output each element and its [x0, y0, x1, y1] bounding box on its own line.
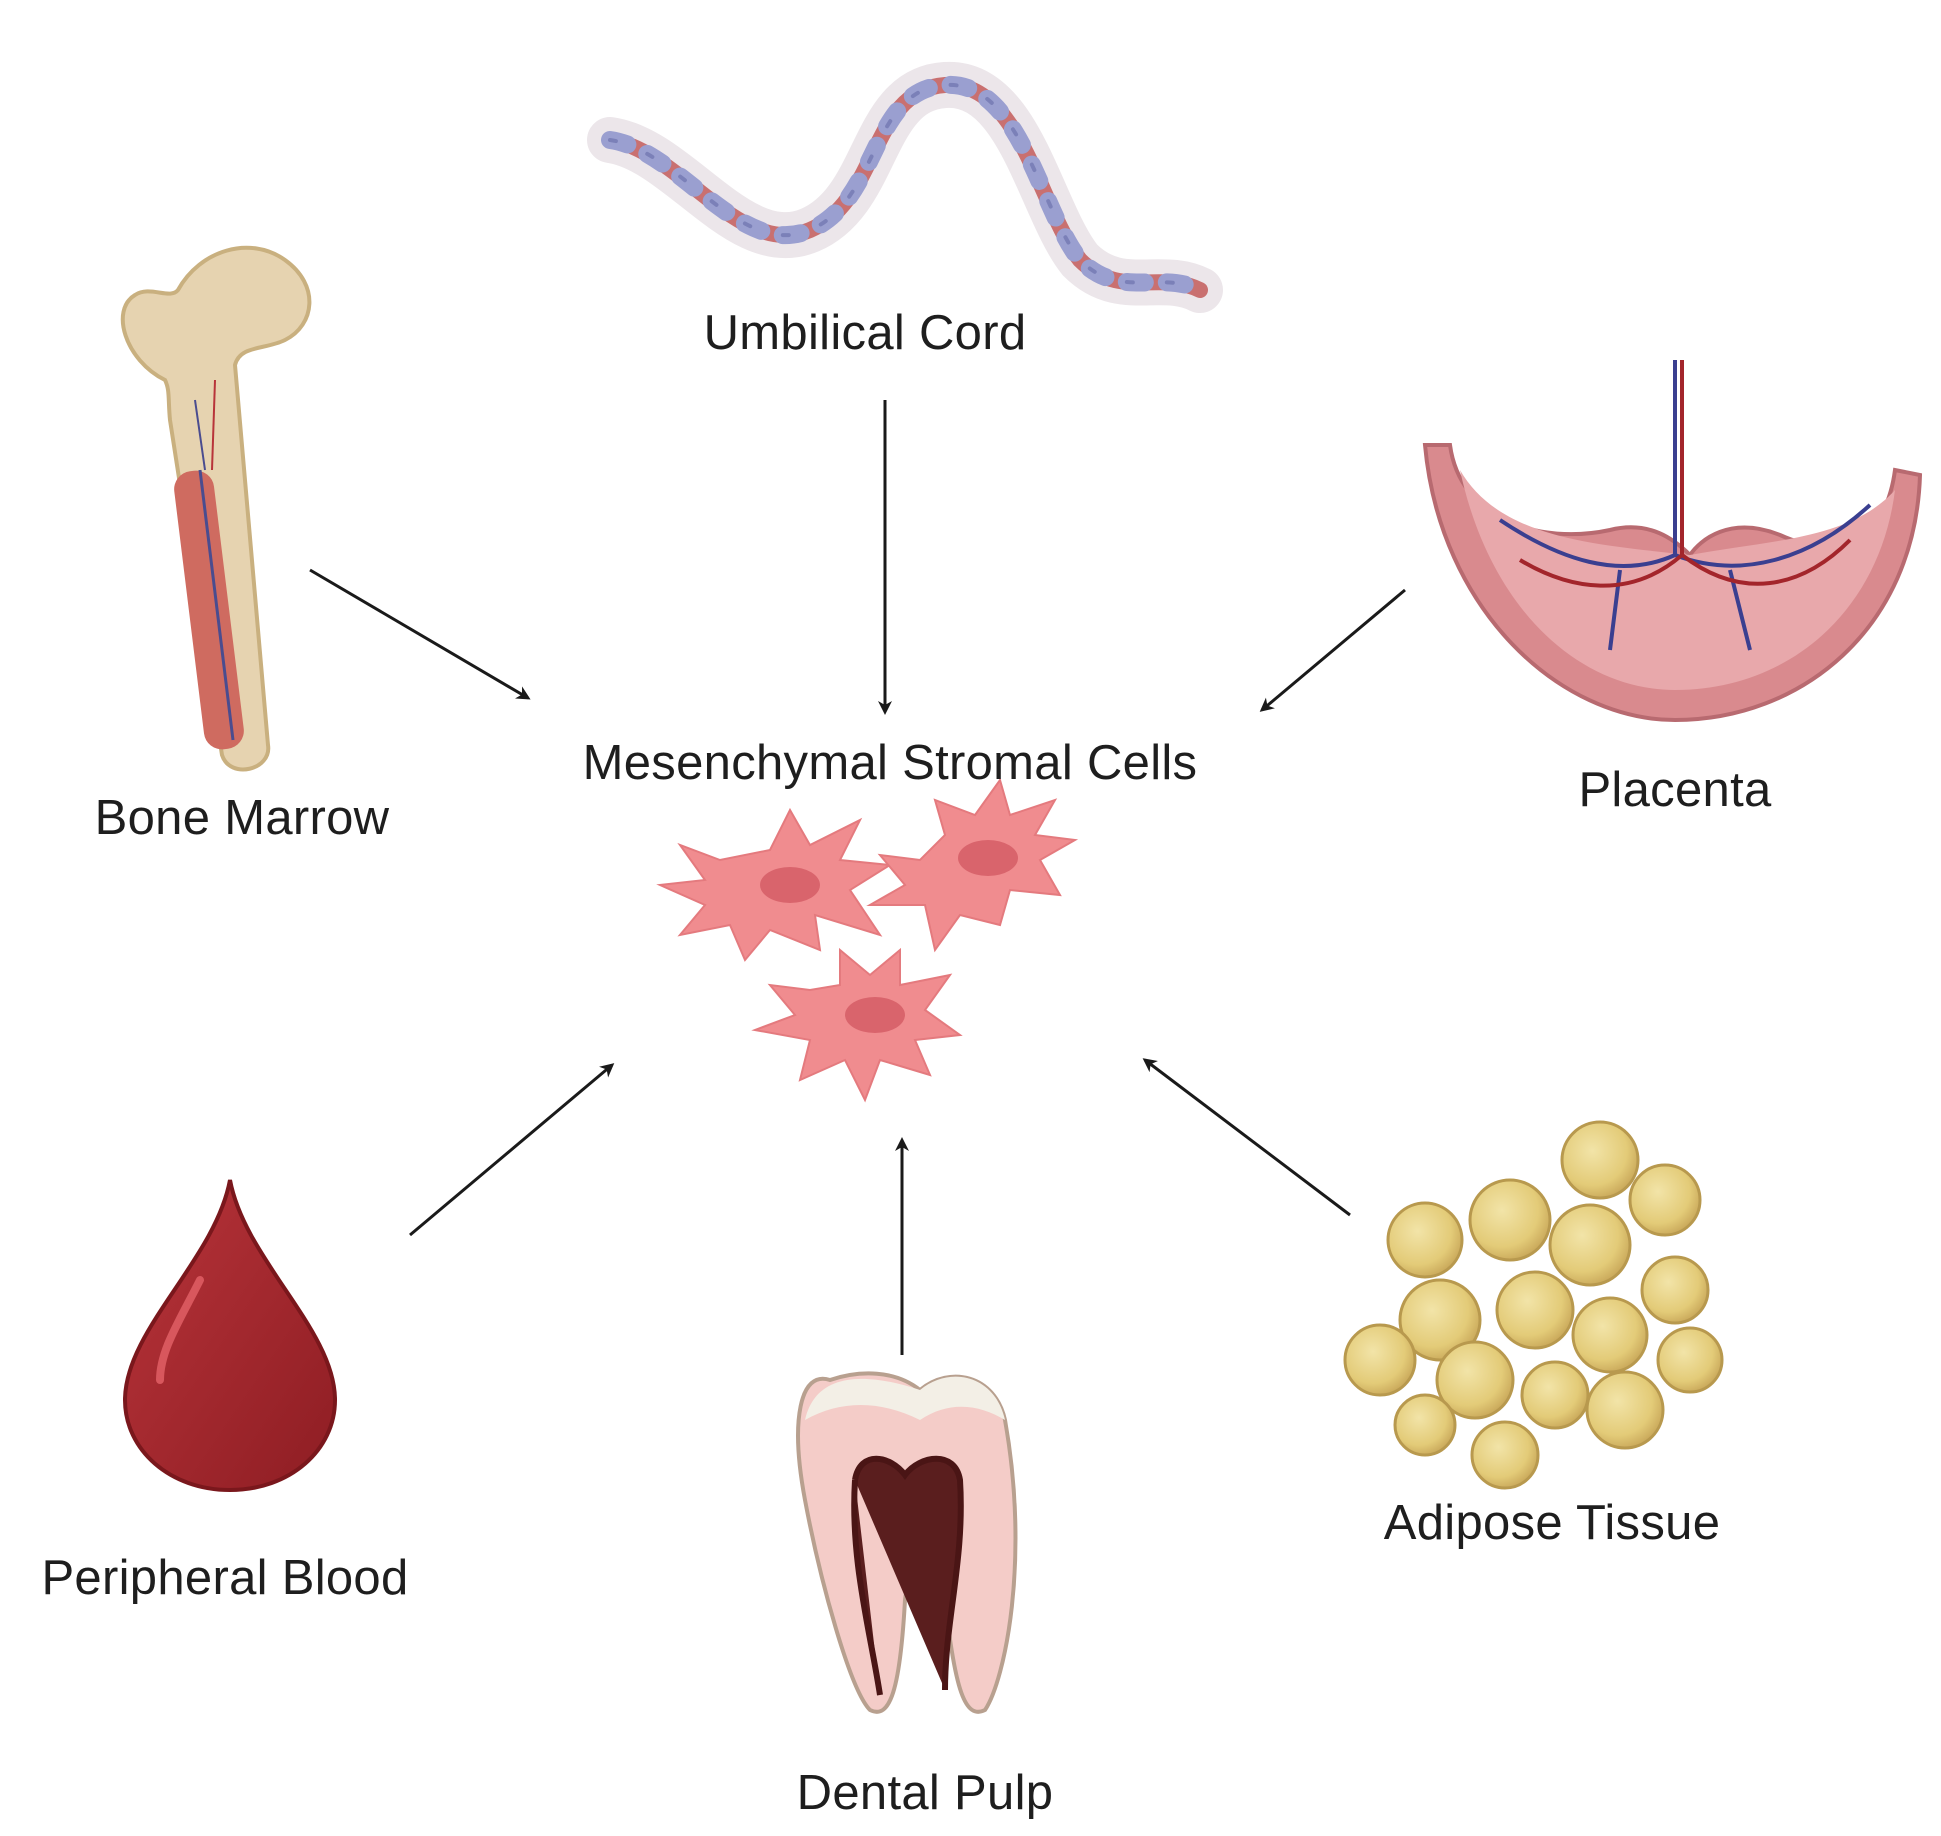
arrow-placenta	[1259, 588, 1406, 712]
msc-cell	[751, 947, 963, 1103]
adipose-tissue-illustration	[1343, 1120, 1724, 1490]
dental-pulp-label: Dental Pulp	[796, 1766, 1054, 1820]
bone-marrow-label: Bone Marrow	[94, 791, 390, 845]
msc-cell	[866, 777, 1079, 953]
placenta-label: Placenta	[1578, 763, 1772, 817]
bone-marrow-illustration	[120, 245, 312, 772]
arrow-bone-marrow	[309, 568, 531, 700]
adipose-tissue-label: Adipose Tissue	[1383, 1496, 1721, 1550]
umbilical-cord-illustration	[587, 62, 1223, 313]
umbilical-cord-label: Umbilical Cord	[703, 306, 1027, 360]
center-label: Mesenchymal Stromal Cells	[582, 736, 1198, 790]
mesenchymal-stromal-cells-illustration	[656, 777, 1079, 1103]
arrow-adipose-tissue	[1142, 1058, 1351, 1217]
placenta-illustration	[1422, 360, 1923, 723]
msc-cell	[656, 807, 894, 962]
peripheral-blood-label: Peripheral Blood	[41, 1551, 409, 1605]
arrows	[309, 400, 1406, 1355]
peripheral-blood-illustration	[122, 1179, 338, 1493]
arrow-peripheral-blood	[409, 1063, 615, 1237]
dental-pulp-illustration	[796, 1371, 1018, 1714]
